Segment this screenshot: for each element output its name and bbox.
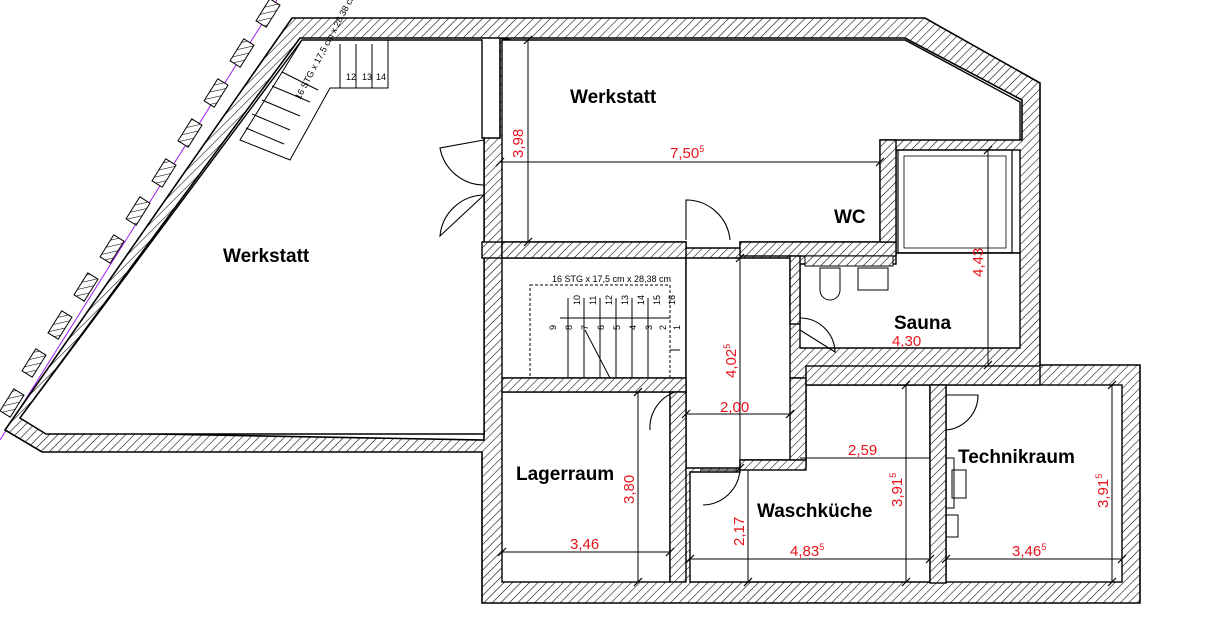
room-sauna: Sauna: [894, 313, 951, 334]
upper-stair: [239, 39, 389, 161]
room-werkstatt-top: Werkstatt: [570, 87, 657, 108]
dimension-ticks: [495, 35, 1127, 587]
dim-technik-height-main: 3,91: [1095, 479, 1112, 508]
dim-wasch-height: 3,915: [888, 473, 906, 507]
wc-fixtures: [804, 255, 894, 301]
dim-technik-height-sup: 5: [1094, 474, 1104, 479]
dim-werkstatt-height: 3,98: [510, 129, 527, 158]
dim-hall-height-main: 4,02: [723, 349, 740, 378]
dim-technik-width-sup: 5: [1041, 542, 1046, 552]
dim-wasch-door-height: 2,17: [731, 517, 748, 546]
dim-technik-width: 3,465: [1012, 542, 1046, 560]
dim-sauna-height: 4,43: [970, 248, 987, 277]
step-13: 13: [620, 295, 630, 305]
step-8: 8: [564, 325, 574, 330]
dim-lager-width: 3,46: [570, 536, 599, 553]
upper-step-12: 12: [346, 72, 356, 82]
step-16: 16: [667, 295, 677, 305]
step-6: 6: [596, 325, 606, 330]
dim-technik-height: 3,915: [1094, 474, 1112, 508]
step-2: 2: [658, 325, 668, 330]
property-line: [0, 0, 281, 441]
technik-equipment: [945, 457, 967, 538]
dim-wasch-width-upper: 2,59: [848, 442, 877, 459]
lower-stair-label: 16 STG x 17,5 cm x 28,38 cm: [552, 274, 671, 284]
dim-werkstatt-width-main: 7,50: [670, 145, 699, 162]
dim-wasch-height-main: 3,91: [889, 478, 906, 507]
step-7: 7: [580, 325, 590, 330]
doors: [439, 139, 979, 506]
dim-hall-width: 2,00: [720, 399, 749, 416]
step-12: 12: [604, 295, 614, 305]
dim-hall-height-sup: 5: [722, 344, 732, 349]
lower-stair: [529, 284, 680, 379]
dim-hall-height: 4,025: [722, 344, 740, 378]
step-1: 1: [672, 325, 682, 330]
step-5: 5: [612, 325, 622, 330]
step-15: 15: [652, 295, 662, 305]
dim-wasch-width: 4,835: [790, 542, 824, 560]
dim-wasch-height-sup: 5: [888, 473, 898, 478]
room-werkstatt-large: Werkstatt: [223, 246, 310, 267]
dim-wasch-width-main: 4,83: [790, 543, 819, 560]
step-11: 11: [588, 296, 598, 305]
sauna-cabin: [897, 149, 1013, 254]
step-10: 10: [572, 295, 582, 305]
dim-lager-height: 3,80: [621, 475, 638, 504]
dim-wasch-width-sup: 5: [819, 542, 824, 552]
dim-werkstatt-width: 7,505: [670, 144, 704, 162]
dim-technik-width-main: 3,46: [1012, 543, 1041, 560]
room-lagerraum: Lagerraum: [516, 464, 614, 485]
lower-step-numbers: 10 11 12 13 14 15 16 9 8 7 6 5 4 3 2 1: [548, 295, 682, 330]
dim-sauna-width: 4,30: [892, 333, 921, 350]
interior-walls: [481, 139, 1041, 584]
room-wc: WC: [834, 207, 866, 228]
room-interiors: [18, 39, 1123, 583]
room-technikraum: Technikraum: [958, 447, 1075, 468]
dimension-lines: [500, 40, 1122, 582]
upper-step-13: 13: [362, 72, 372, 82]
room-waschkueche: Waschküche: [757, 501, 872, 522]
step-9: 9: [548, 325, 558, 330]
step-14: 14: [636, 295, 646, 305]
dim-werkstatt-width-sup: 5: [699, 144, 704, 154]
step-4: 4: [628, 325, 638, 330]
step-3: 3: [644, 325, 654, 330]
upper-step-14: 14: [376, 72, 386, 82]
